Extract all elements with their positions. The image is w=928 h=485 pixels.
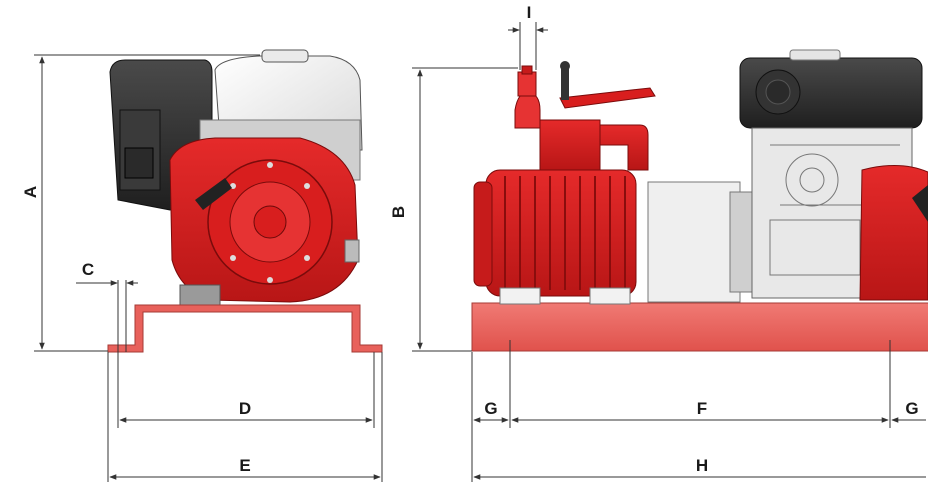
label-a: A bbox=[21, 186, 40, 198]
label-g-right: G bbox=[905, 399, 918, 418]
label-g-left: G bbox=[484, 399, 497, 418]
label-e: E bbox=[239, 456, 250, 475]
dimension-labels: A B C I D E G F G H bbox=[21, 3, 919, 475]
engine-internals bbox=[769, 144, 900, 276]
pump-fins bbox=[504, 176, 626, 290]
label-f: F bbox=[697, 399, 707, 418]
label-i: I bbox=[527, 3, 532, 22]
label-b: B bbox=[389, 206, 408, 218]
label-d: D bbox=[239, 399, 251, 418]
label-c: C bbox=[82, 260, 94, 279]
front-view bbox=[107, 49, 383, 353]
label-h: H bbox=[696, 456, 708, 475]
side-view bbox=[471, 49, 928, 352]
dimension-lines bbox=[34, 22, 926, 482]
